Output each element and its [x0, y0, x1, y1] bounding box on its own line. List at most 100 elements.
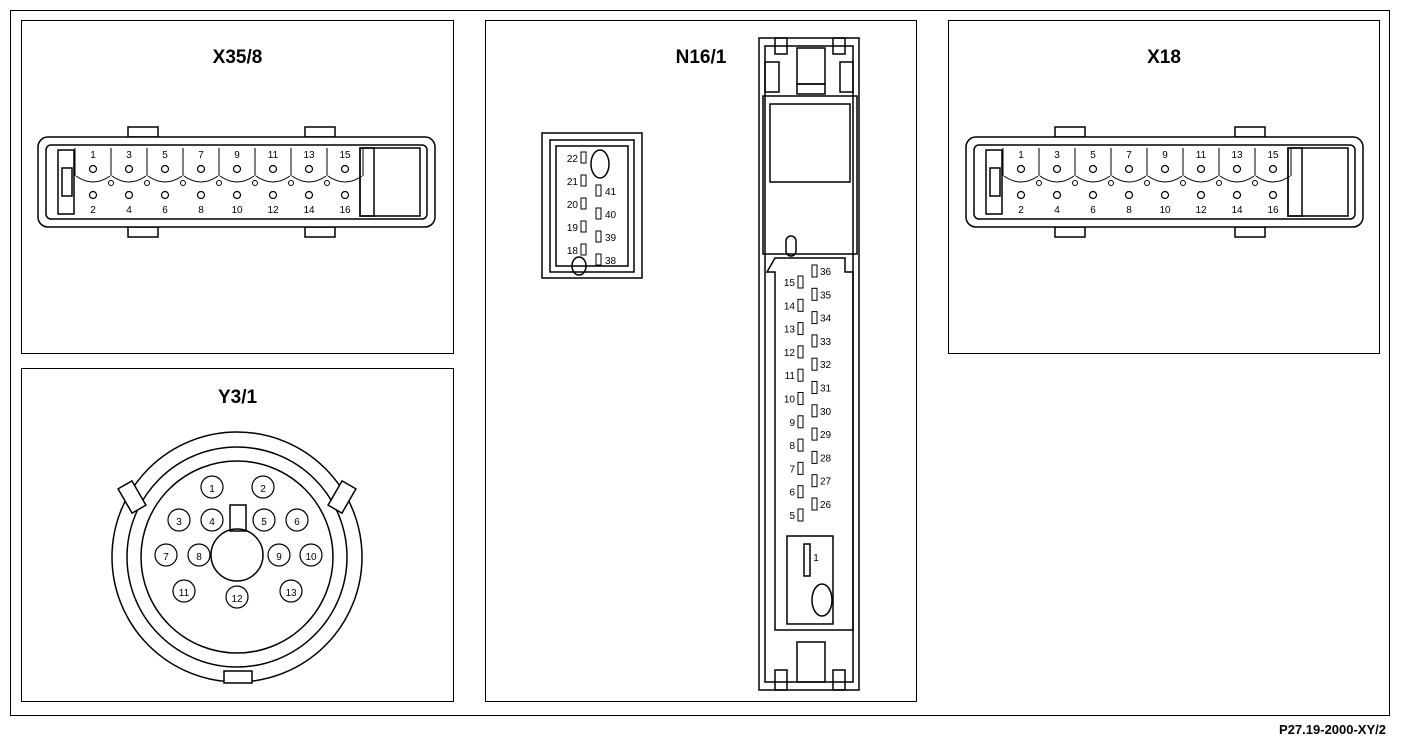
x35-8-cavity-arc [255, 175, 291, 183]
n16-1-pin-label-26: 26 [820, 500, 832, 511]
y3-1-pin-label-2: 2 [260, 484, 266, 495]
diagram-frame [10, 10, 1390, 716]
y3-1-pin-10 [299, 543, 323, 567]
x18-pin-6 [1088, 190, 1098, 200]
x18-cavity-arc [1255, 175, 1291, 183]
y3-1-pin-label-4: 4 [209, 517, 215, 528]
n16-1-pin-35 [811, 287, 818, 301]
x18-pin-8 [1124, 190, 1134, 200]
x18-pin-label-3: 3 [1054, 150, 1060, 161]
n16-1-pin-label-30: 30 [820, 407, 832, 418]
x35-8-cavity-arc [183, 175, 219, 183]
x18-pin-label-9: 9 [1162, 150, 1168, 161]
x35-8-pin-9 [232, 164, 242, 174]
n16-1-pin-label-40: 40 [605, 210, 617, 221]
n16-1-pin-label-33: 33 [820, 337, 832, 348]
n16-1-pin-label-22: 22 [567, 154, 579, 165]
x35-8-pin-label-8: 8 [198, 205, 204, 216]
x18-cavity-arc [1039, 175, 1075, 183]
n16-1-pin-6 [797, 485, 804, 499]
x35-8-cavity-arc [219, 175, 255, 183]
connector-label-x35-8: X35/8 [212, 47, 263, 68]
x18-cavity-arc [1075, 175, 1111, 183]
n16-1-pin-label-36: 36 [820, 267, 832, 278]
x35-8-pin-label-5: 5 [162, 150, 168, 161]
n16-1-pin-label-13: 13 [784, 325, 796, 336]
x18-pin-12 [1196, 190, 1206, 200]
x18-pin-label-15: 15 [1267, 150, 1279, 161]
x18-pin-15 [1268, 164, 1278, 174]
x35-8-pin-6 [160, 190, 170, 200]
y3-1-pin-label-9: 9 [276, 552, 282, 563]
n16-1-pin-label-27: 27 [820, 477, 832, 488]
x18-key-dot [1036, 180, 1042, 186]
x35-8-pin-10 [232, 190, 242, 200]
n16-1-main-module [758, 37, 860, 691]
x35-8-pin-1 [88, 164, 98, 174]
n16-1-pin-label-31: 31 [820, 384, 832, 395]
x18-pin-label-12: 12 [1195, 205, 1207, 216]
n16-1-pin-label-9: 9 [789, 418, 795, 429]
y3-1-pin-5 [252, 508, 276, 532]
y3-1-pin-label-7: 7 [163, 552, 169, 563]
n16-1-pin-label-39: 39 [605, 233, 617, 244]
x18-pin-label-13: 13 [1231, 150, 1243, 161]
x18-key-dot [1144, 180, 1150, 186]
x35-8-pin-label-10: 10 [231, 205, 243, 216]
x18-pin-7 [1124, 164, 1134, 174]
x18-cavity-arc [1111, 175, 1147, 183]
n16-1-pin-label-7: 7 [789, 464, 795, 475]
x18-pin-label-7: 7 [1126, 150, 1132, 161]
x18-pin-label-10: 10 [1159, 205, 1171, 216]
n16-1-pin-label-12: 12 [784, 348, 796, 359]
n16-1-pin-27 [811, 474, 818, 488]
x35-8-key-dot [144, 180, 150, 186]
x35-8-cavity-arc [75, 175, 111, 183]
x18-pin-label-8: 8 [1126, 205, 1132, 216]
y3-1-pin-2 [251, 475, 275, 499]
x35-8-pin-label-12: 12 [267, 205, 279, 216]
x35-8-pin-4 [124, 190, 134, 200]
y3-1-pin-6 [285, 508, 309, 532]
y3-1-pin-8 [187, 543, 211, 567]
connector-label-n16-1: N16/1 [675, 47, 727, 68]
n16-1-pin-label-15: 15 [784, 278, 796, 289]
x35-8-pin-label-4: 4 [126, 205, 132, 216]
x35-8-pin-label-7: 7 [198, 150, 204, 161]
n16-1-pin-label-34: 34 [820, 314, 832, 325]
y3-1-pin-11 [172, 579, 196, 603]
n16-1-pin-19 [580, 220, 587, 233]
x18-pin-label-1: 1 [1018, 150, 1024, 161]
n16-1-pin-40 [595, 207, 602, 220]
x35-8-pin-label-15: 15 [339, 150, 351, 161]
x35-8-cavity-arc [327, 175, 363, 183]
y3-1-pin-label-8: 8 [196, 552, 202, 563]
x18-key-dot [1108, 180, 1114, 186]
y3-1-pin-label-1: 1 [209, 484, 215, 495]
n16-1-pin-label-29: 29 [820, 430, 832, 441]
x18-pin-label-2: 2 [1018, 205, 1024, 216]
x18-pin-2 [1016, 190, 1026, 200]
x35-8-cavity-arc [147, 175, 183, 183]
x35-8-pin-3 [124, 164, 134, 174]
x18-cavity-arc [1219, 175, 1255, 183]
x35-8-pin-label-16: 16 [339, 205, 351, 216]
n16-1-pin-20 [580, 197, 587, 210]
n16-1-pin-label-8: 8 [789, 441, 795, 452]
x35-8-pin-12 [268, 190, 278, 200]
x35-8-pin-14 [304, 190, 314, 200]
x18-pin-label-16: 16 [1267, 205, 1279, 216]
x18-pin-label-6: 6 [1090, 205, 1096, 216]
n16-1-pin-33 [811, 334, 818, 348]
y3-1-pin-13 [279, 579, 303, 603]
n16-1-pin-41 [595, 184, 602, 197]
n16-1-pin-5 [797, 508, 804, 522]
n16-1-pin-36 [811, 264, 818, 278]
n16-1-pin-label-5: 5 [789, 511, 795, 522]
n16-1-pin-label-10: 10 [784, 395, 796, 406]
x18-pin-label-11: 11 [1196, 150, 1207, 161]
x35-8-pin-label-2: 2 [90, 205, 96, 216]
x18-pin-9 [1160, 164, 1170, 174]
n16-1-pin-11 [797, 368, 804, 382]
x35-8-key-dot [216, 180, 222, 186]
